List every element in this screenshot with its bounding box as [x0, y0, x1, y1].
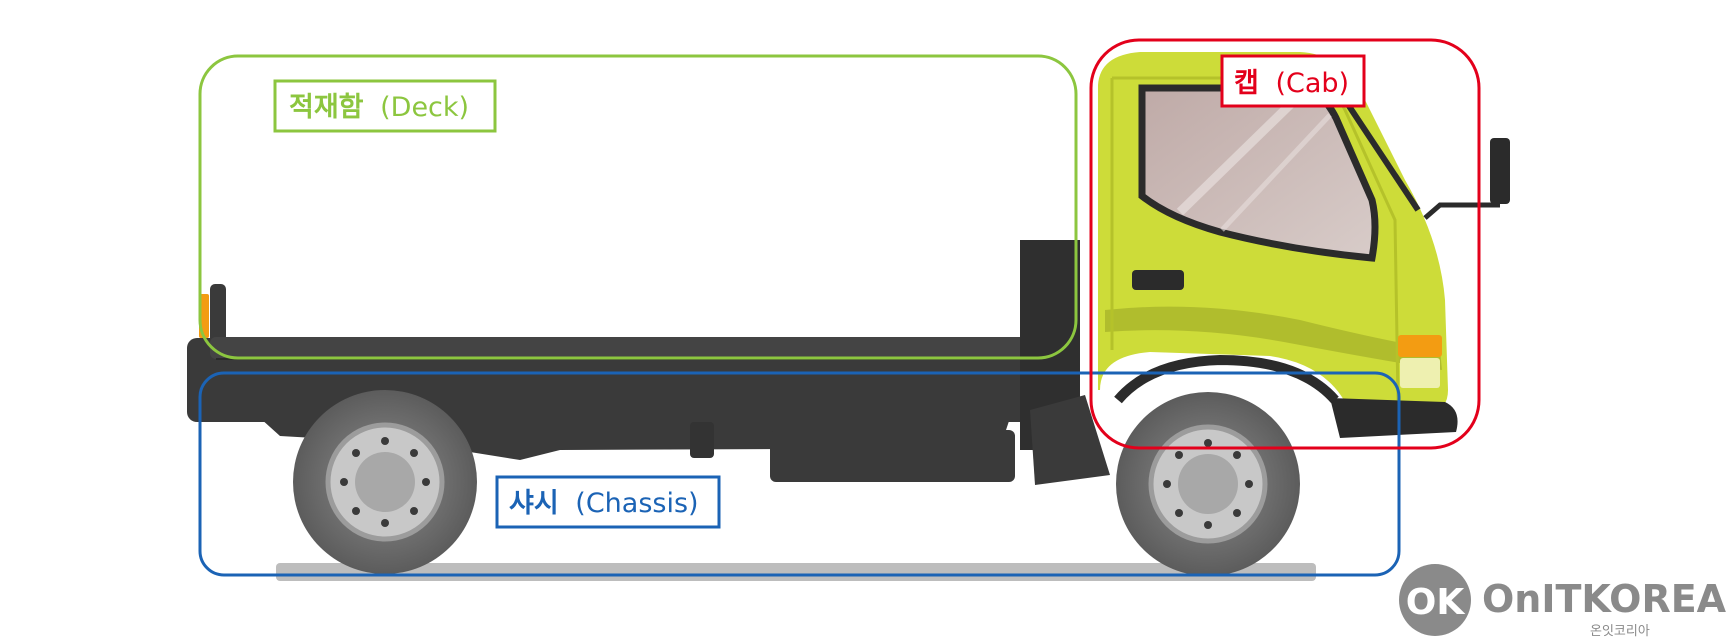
ground-shadow [276, 563, 1316, 581]
cab-label-ko: 캡 [1234, 68, 1259, 99]
front-fender [1114, 354, 1339, 404]
cab-region-outline [1089, 38, 1481, 450]
chassis-bracket [690, 422, 714, 458]
chassis-label-en: (Chassis) [575, 488, 698, 519]
deck-label: 적재함 (Deck) [273, 79, 497, 133]
cab-label: 캡 (Cab) [1220, 54, 1366, 108]
logo-subtitle: 온잇코리아 [1590, 624, 1650, 639]
chassis-label-ko: 샤시 [509, 488, 559, 519]
logo-name: OnITKOREA [1482, 577, 1727, 621]
deck-label-ko: 적재함 [289, 92, 364, 123]
logo-badge-text: OK [1406, 582, 1466, 623]
logo-badge-icon [1399, 564, 1471, 636]
chassis-label: 샤시 (Chassis) [495, 475, 721, 529]
deck-rear-post [210, 284, 226, 344]
svg-text:샤시 (Chassis): 샤시 (Chassis) [509, 488, 699, 519]
deck-region-outline [198, 54, 1078, 360]
rear-wheel [293, 390, 477, 574]
chassis-region-outline [198, 371, 1401, 577]
onitkorea-logo: OK OnITKOREA 온잇코리아 [1399, 564, 1727, 639]
chassis-label-box [495, 475, 721, 529]
front-wheel [1116, 392, 1300, 576]
deck-label-box [273, 79, 497, 133]
svg-text:적재함 (Deck): 적재함 (Deck) [289, 92, 469, 123]
front-amber-light [1398, 335, 1442, 357]
cab-label-en: (Cab) [1275, 68, 1349, 99]
cab-mount [1030, 395, 1110, 485]
front-headlight [1400, 358, 1440, 388]
window-reflection-1 [1176, 91, 1304, 216]
svg-text:캡 (Cab): 캡 (Cab) [1234, 68, 1349, 99]
front-bumper [1330, 398, 1458, 438]
deck-floor [210, 337, 1050, 359]
cab-front-pillar [1342, 98, 1421, 212]
side-mirror [1490, 138, 1510, 204]
cab-stripe [1105, 306, 1442, 370]
mirror-arm [1423, 202, 1500, 220]
fuel-tank [770, 430, 1015, 482]
door-handle [1132, 270, 1184, 290]
deck-label-en: (Deck) [380, 92, 469, 123]
cab-label-box [1220, 54, 1366, 108]
window-reflection-2 [1220, 113, 1332, 232]
